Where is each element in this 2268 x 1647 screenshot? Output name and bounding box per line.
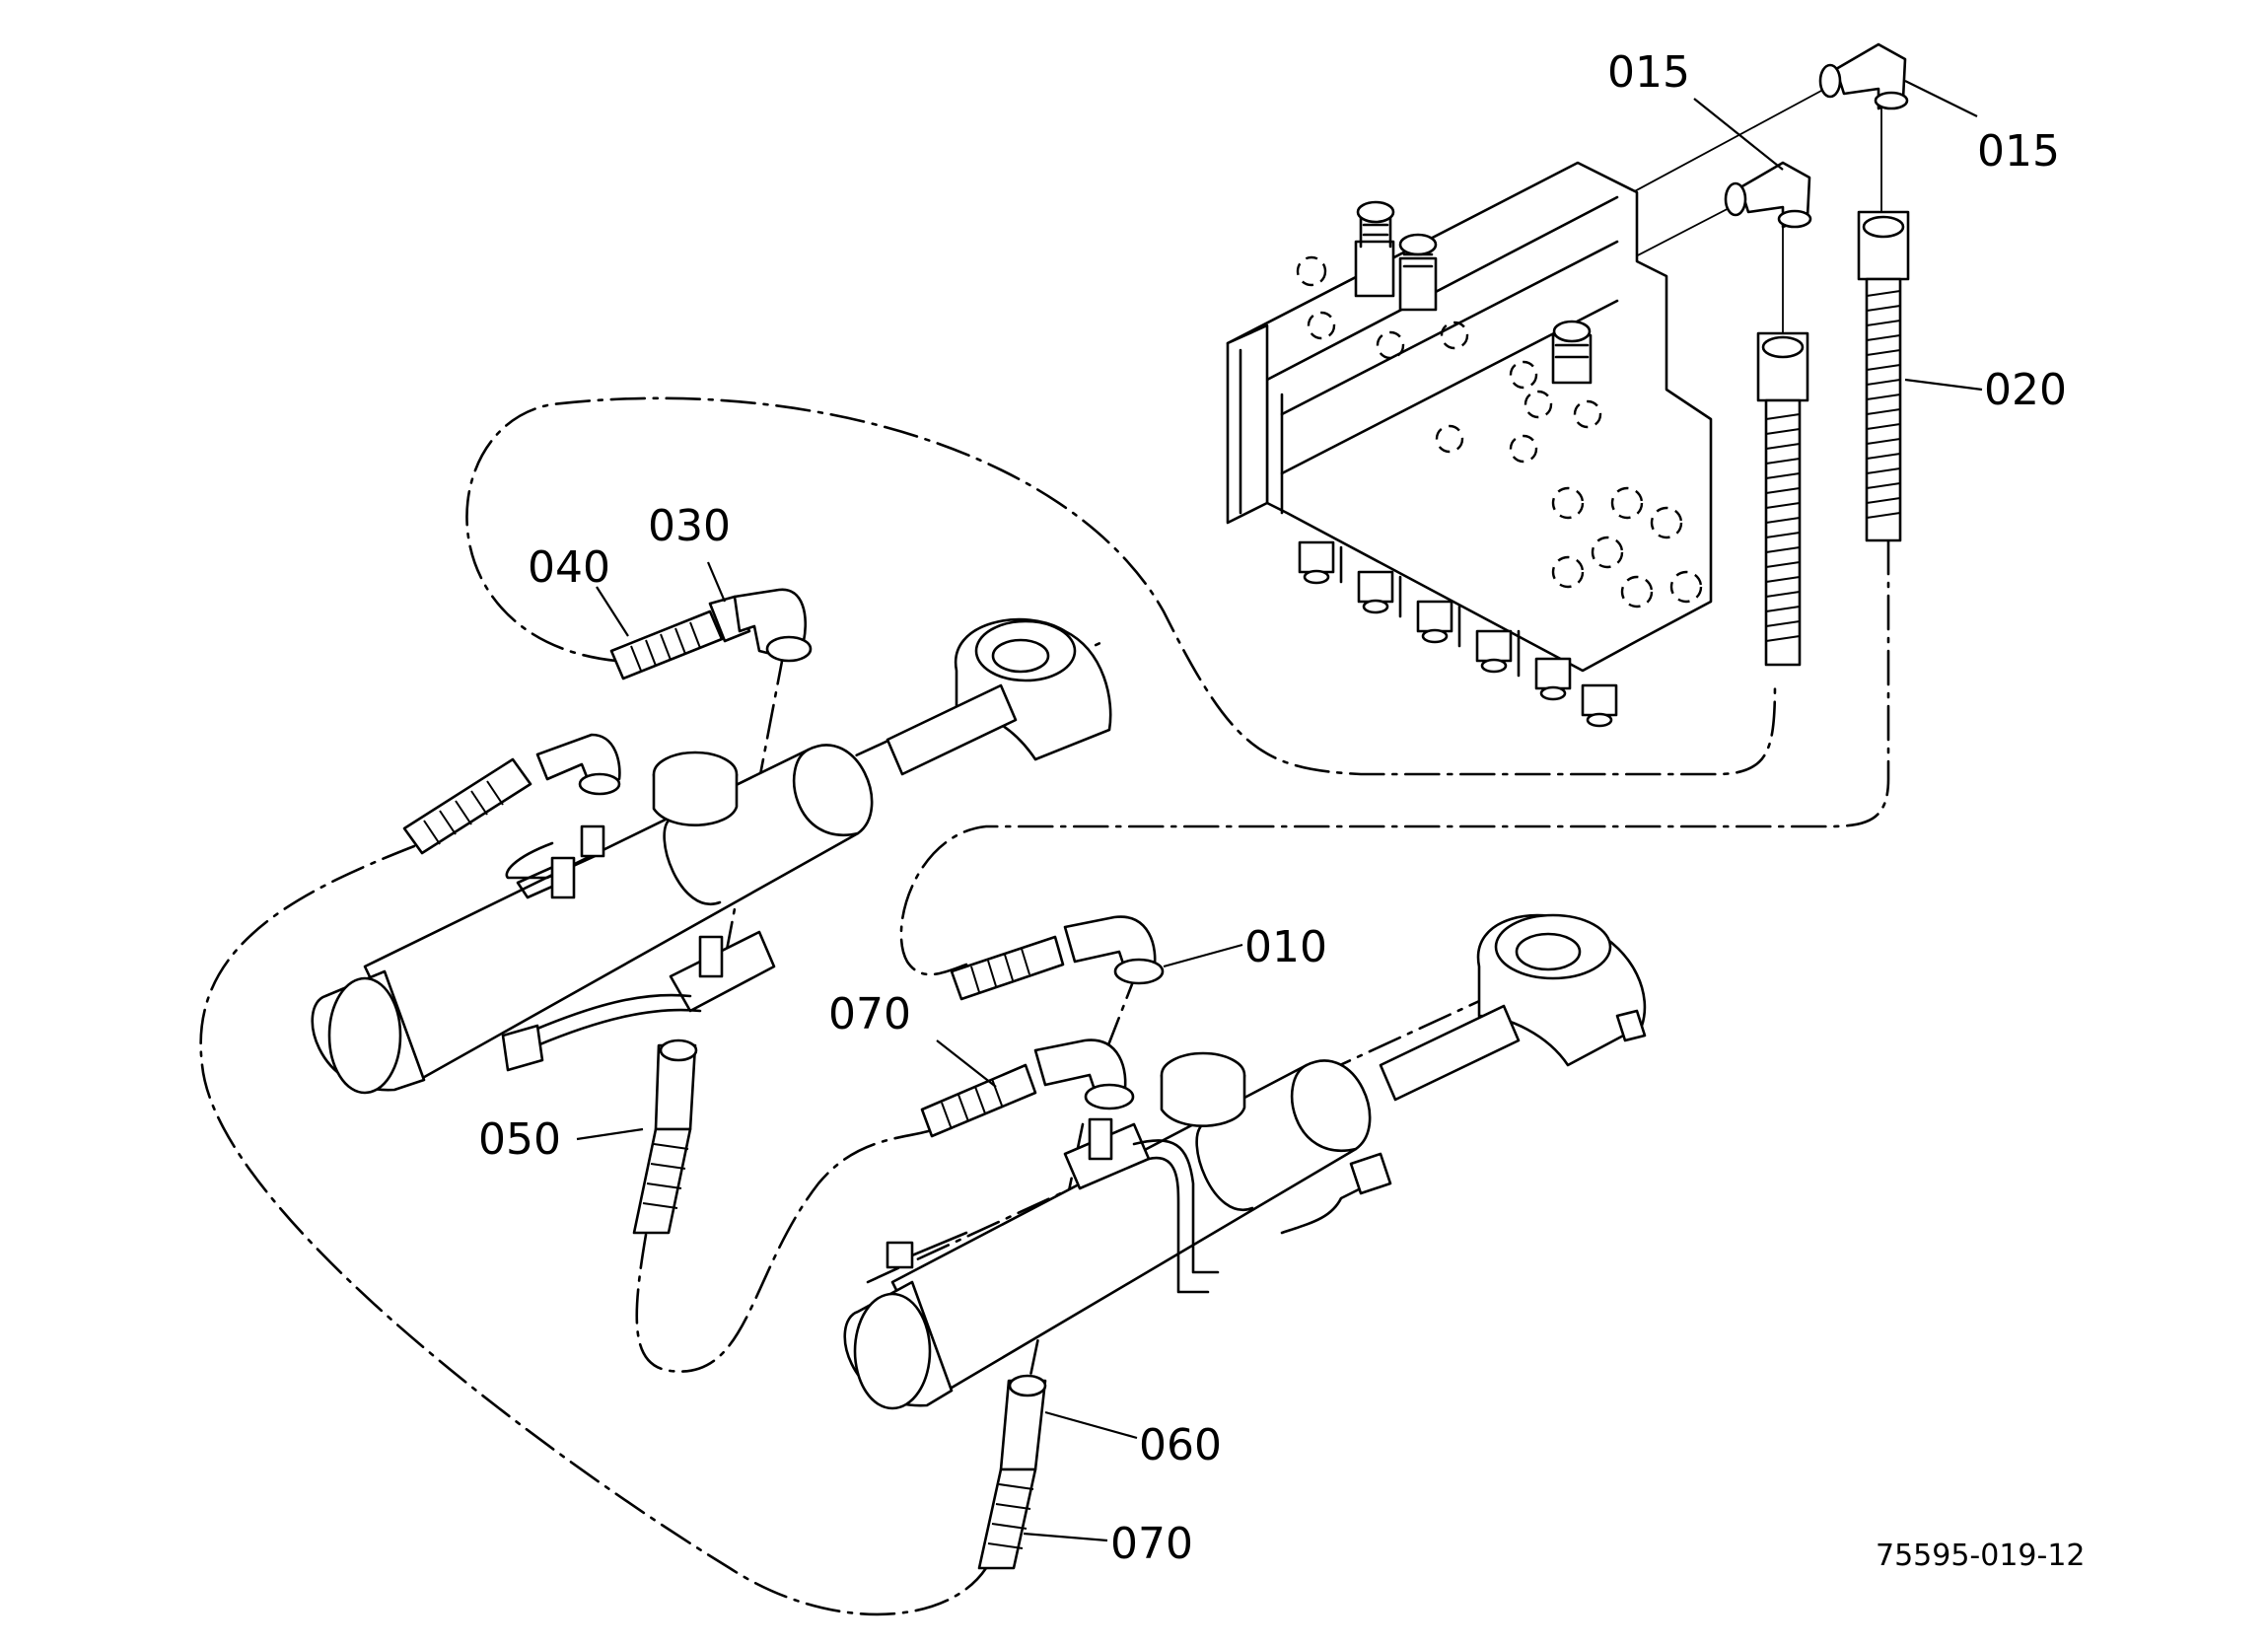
leader-030 — [706, 561, 727, 603]
valve-port-circles — [1296, 255, 1703, 609]
lower-hydraulic-cylinder — [843, 913, 1647, 1410]
leader-015-right — [1904, 80, 1978, 117]
callout-030: 030 — [648, 501, 731, 551]
leader-010 — [1163, 943, 1243, 968]
hose-040-030-elbow — [609, 588, 813, 680]
leader-020 — [1904, 378, 1983, 392]
leader-lines — [576, 80, 1983, 1542]
callout-020: 020 — [1984, 365, 2067, 415]
figure-id: 75595-019-12 — [1876, 1539, 2086, 1573]
routing-line-020 — [899, 538, 1890, 976]
elbow-fitting-015-upper — [1818, 42, 1909, 110]
hose-060-070-bottom — [977, 1374, 1047, 1570]
callout-010: 010 — [1244, 922, 1327, 972]
callout-015-top: 015 — [1607, 47, 1690, 98]
leader-060 — [1044, 1410, 1138, 1440]
routing-line-left-loop — [199, 844, 988, 1616]
hose-020-left — [1756, 331, 1809, 667]
hose-010 — [950, 915, 1165, 1001]
hose-left-cylinder-upper — [402, 733, 621, 855]
leader-050 — [576, 1127, 644, 1141]
control-valve-block — [1226, 161, 1713, 728]
callout-050: 050 — [478, 1114, 561, 1165]
callout-015-right: 015 — [1977, 126, 2060, 177]
hose-050 — [632, 1038, 698, 1235]
leader-070-bottom — [1023, 1532, 1108, 1542]
leader-040 — [596, 586, 629, 637]
left-hydraulic-cylinder — [311, 617, 1112, 1095]
leader-015-top — [1693, 98, 1784, 171]
callout-070-mid: 070 — [828, 989, 911, 1039]
valve-bottom-caps — [1298, 540, 1618, 728]
callout-040: 040 — [528, 542, 610, 593]
leader-070-mid — [936, 1039, 997, 1088]
hose-070-mid — [920, 1038, 1135, 1138]
routing-line-040 — [465, 396, 1777, 776]
elbow-fitting-015-lower — [1724, 161, 1812, 229]
callout-070-bottom: 070 — [1110, 1519, 1193, 1569]
callout-060: 060 — [1139, 1420, 1222, 1470]
routing-line-050 — [635, 1117, 954, 1373]
hose-020-right — [1857, 210, 1910, 542]
